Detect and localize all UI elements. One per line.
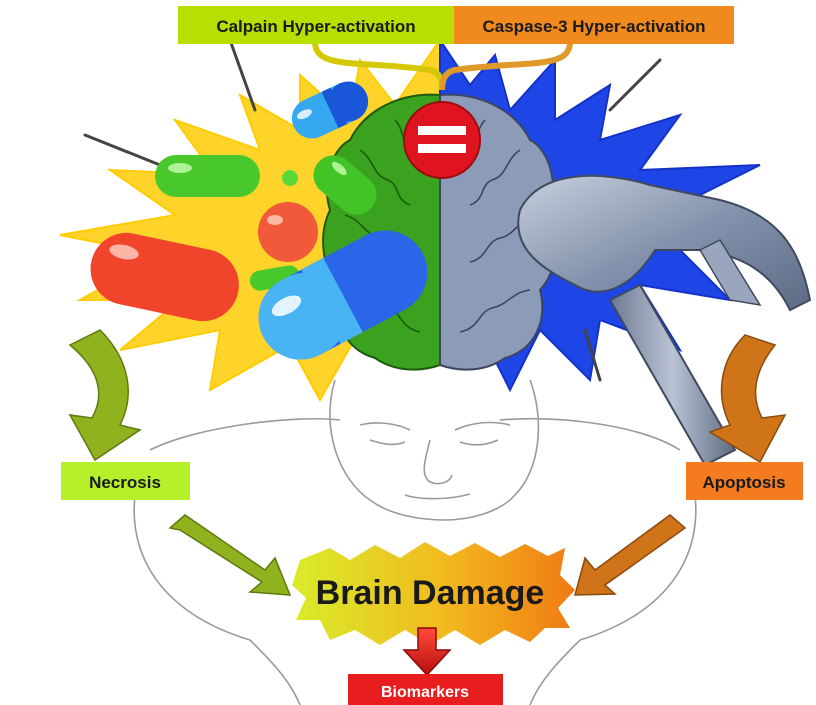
brain-damage-label: Brain Damage xyxy=(316,574,545,612)
caspase-label: Caspase-3 Hyper-activation xyxy=(483,17,706,36)
equal-sign-icon xyxy=(404,102,480,178)
biomarkers-label: Biomarkers xyxy=(381,684,469,701)
apoptosis-label: Apoptosis xyxy=(702,473,785,492)
calpain-label: Calpain Hyper-activation xyxy=(216,17,415,36)
necrosis-curved-arrow xyxy=(70,330,140,460)
apoptosis-to-damage-arrow xyxy=(575,515,685,595)
necrosis-to-damage-arrow xyxy=(170,515,290,595)
necrosis-label: Necrosis xyxy=(89,473,161,492)
